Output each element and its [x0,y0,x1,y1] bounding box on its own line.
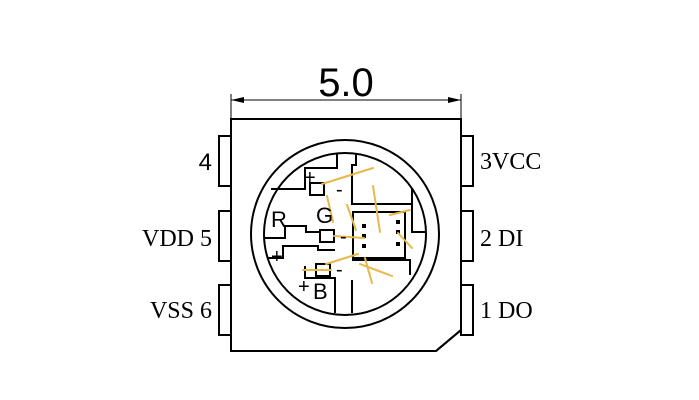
die-sign-plus-bottom: + [298,276,310,298]
arrowhead-right [448,97,461,103]
bond-wire-6 [397,232,413,249]
frame-left-mid [264,225,320,239]
dimension-annotation: 5.0 [230,61,462,118]
die-label-b: B [313,279,328,304]
frame-top-right [351,153,413,205]
bond-wire-8 [364,257,373,284]
bond-wire-10 [359,263,393,277]
bond-wire-4 [333,235,365,239]
pin-label-6: VSS 6 [150,298,212,324]
pin-label-2: 2 DI [480,226,523,252]
lens [250,139,440,329]
ic-pad-6 [396,242,400,246]
bond-wire-11 [346,204,357,231]
package-corner-bevel [435,329,462,352]
ic-pad-5 [396,230,400,234]
die-sign-plus-left: + [271,246,283,268]
ic-pad-4 [396,220,400,224]
bond-wire-2 [372,185,381,233]
frame-bottom-left [304,266,336,313]
die-label-r: R [271,207,287,232]
die-sign-minus-mid: - [340,226,347,248]
lens-outer-circle [250,139,440,329]
frame-right-mid [411,204,426,233]
bond-wires [302,167,413,284]
ic-pad-3 [362,244,366,248]
die-labels: R G B + + + - - - [271,167,347,304]
pad-2 [460,210,474,262]
pin-labels: 4 VDD 5 VSS 6 3VCC 2 DI 1 DO [142,149,541,324]
ic-pad-1 [362,224,366,228]
lead-frame [264,153,426,313]
die-sign-minus-bottom: - [336,259,343,281]
pad-3 [460,135,474,187]
die-square-green [319,229,335,243]
bond-wire-5 [389,209,411,216]
bond-wire-3 [326,195,334,223]
frame-bottom-right [352,259,411,275]
pin-label-1: 1 DO [480,298,533,324]
pad-6 [218,284,232,336]
pin-label-5: VDD 5 [142,226,212,252]
pin-label-4: 4 [199,149,212,176]
die-square-top [309,182,325,196]
lens-inner-circle [263,152,427,316]
die-label-g: G [316,203,333,228]
pad-1 [460,284,474,336]
bond-wire-7 [325,253,359,265]
pads [218,135,474,336]
pin-label-3: 3VCC [480,149,541,175]
die-sign-minus-top: - [336,179,343,201]
driver-ic [352,211,406,259]
bond-wire-1 [321,167,374,185]
pad-5 [218,210,232,262]
ic-pad-2 [362,234,366,238]
dimension-label: 5.0 [318,61,374,105]
die-sign-plus-top: + [304,167,316,189]
frame-top-left [271,153,338,190]
arrowhead-left [231,97,244,103]
pad-4 [218,135,232,187]
frame-left-lower [267,245,335,259]
ic-outline [352,211,406,259]
